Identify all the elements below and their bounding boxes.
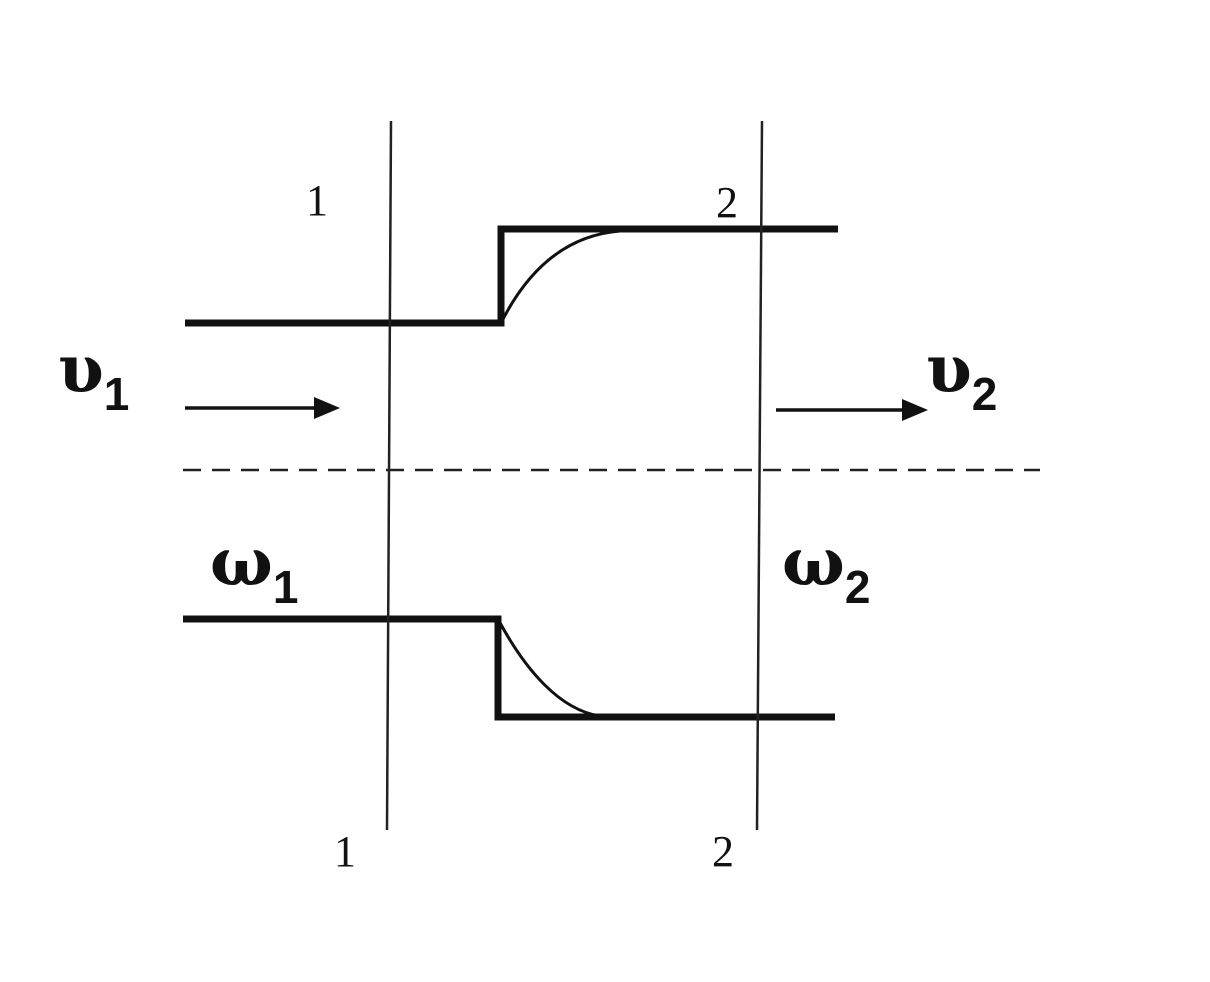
inlet-area-label: ω1 [210,523,298,613]
section-line-1 [385,120,393,831]
section-2-bottom-label: 2 [712,827,734,876]
section-line-2 [755,120,764,831]
lower-pipe-wall [183,615,835,721]
outlet-velocity-label: υ2 [926,330,997,420]
inlet-flow-arrow [185,397,340,419]
inlet-velocity-label: υ1 [58,330,129,420]
section-1-bottom-label: 1 [334,827,356,876]
section-2-top-label: 2 [716,178,738,227]
upper-pipe-wall [185,225,838,327]
lower-eddy-zone-curve [496,618,601,718]
outlet-area-label: ω2 [782,523,870,613]
section-1-top-label: 1 [306,176,328,225]
outlet-flow-arrow [776,399,928,421]
upper-eddy-zone-curve [499,229,621,324]
